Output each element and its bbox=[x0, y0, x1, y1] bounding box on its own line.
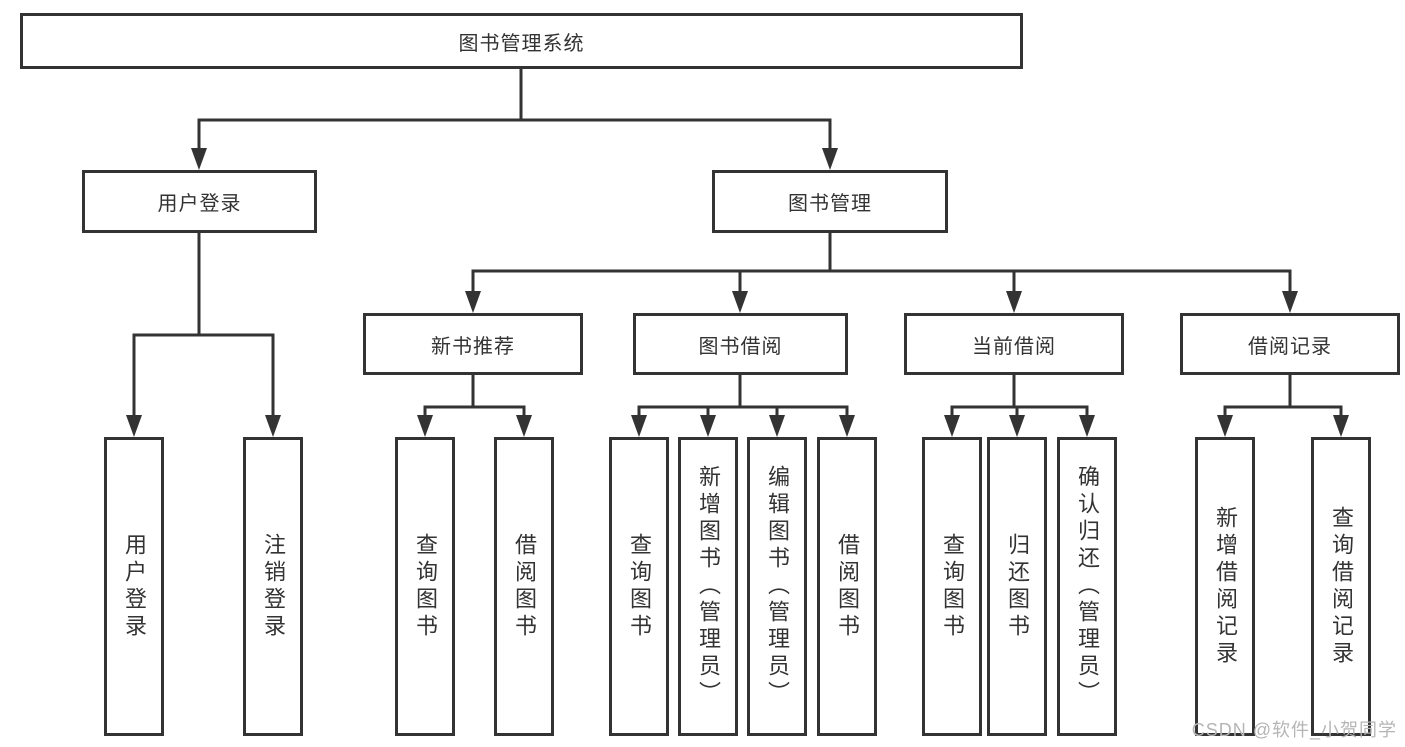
node-leaf-recommend-query-book-label: 查询图书 bbox=[413, 532, 438, 641]
node-leaf-return-book: 归还图书 bbox=[987, 437, 1047, 736]
node-new-book-recommend: 新书推荐 bbox=[363, 313, 583, 375]
node-new-book-recommend-label: 新书推荐 bbox=[431, 335, 515, 358]
node-leaf-query-borrow-record: 查询借阅记录 bbox=[1311, 437, 1371, 736]
node-leaf-add-book-admin-label: 新增图书（管理员） bbox=[696, 465, 721, 708]
csdn-watermark: CSDN @软件_小贺同学 bbox=[1191, 720, 1397, 740]
node-leaf-add-borrow-record-label: 新增借阅记录 bbox=[1213, 505, 1238, 668]
node-leaf-add-book-admin: 新增图书（管理员） bbox=[678, 437, 738, 736]
node-leaf-user-login: 用户登录 bbox=[104, 437, 164, 736]
node-user-login-label: 用户登录 bbox=[157, 193, 242, 215]
node-leaf-return-book-label: 归还图书 bbox=[1005, 532, 1030, 641]
node-root-label: 图书管理系统 bbox=[458, 32, 585, 55]
node-leaf-edit-book-admin-label: 编辑图书（管理员） bbox=[765, 465, 790, 708]
node-book-management: 图书管理 bbox=[712, 170, 948, 233]
node-leaf-borrow-query-book: 查询图书 bbox=[609, 437, 669, 736]
node-leaf-confirm-return-admin-label: 确认归还（管理员） bbox=[1075, 465, 1100, 708]
node-leaf-borrow-book: 借阅图书 bbox=[817, 437, 877, 736]
node-leaf-add-borrow-record: 新增借阅记录 bbox=[1195, 437, 1255, 736]
node-book-borrow-label: 图书借阅 bbox=[698, 335, 783, 358]
node-leaf-recommend-borrow-book: 借阅图书 bbox=[494, 437, 554, 736]
node-leaf-current-query-book-label: 查询图书 bbox=[940, 532, 965, 641]
node-leaf-logout: 注销登录 bbox=[243, 437, 303, 736]
node-leaf-borrow-book-label: 借阅图书 bbox=[835, 532, 860, 641]
node-leaf-recommend-borrow-book-label: 借阅图书 bbox=[512, 532, 537, 641]
node-borrow-records: 借阅记录 bbox=[1180, 313, 1400, 375]
node-leaf-confirm-return-admin: 确认归还（管理员） bbox=[1057, 437, 1117, 736]
node-current-borrow-label: 当前借阅 bbox=[972, 335, 1056, 358]
node-current-borrow: 当前借阅 bbox=[904, 313, 1124, 375]
node-leaf-borrow-query-book-label: 查询图书 bbox=[627, 532, 652, 641]
node-root: 图书管理系统 bbox=[20, 13, 1023, 69]
node-leaf-logout-label: 注销登录 bbox=[261, 532, 286, 641]
node-book-borrow: 图书借阅 bbox=[633, 313, 848, 375]
node-user-login: 用户登录 bbox=[82, 170, 317, 233]
arrowhead-icons bbox=[126, 148, 1349, 437]
node-leaf-edit-book-admin: 编辑图书（管理员） bbox=[747, 437, 807, 736]
node-borrow-records-label: 借阅记录 bbox=[1248, 335, 1332, 358]
node-leaf-query-borrow-record-label: 查询借阅记录 bbox=[1329, 505, 1354, 668]
node-leaf-user-login-label: 用户登录 bbox=[122, 532, 147, 641]
node-leaf-recommend-query-book: 查询图书 bbox=[395, 437, 455, 736]
node-book-management-label: 图书管理 bbox=[788, 193, 872, 215]
node-leaf-current-query-book: 查询图书 bbox=[922, 437, 982, 736]
